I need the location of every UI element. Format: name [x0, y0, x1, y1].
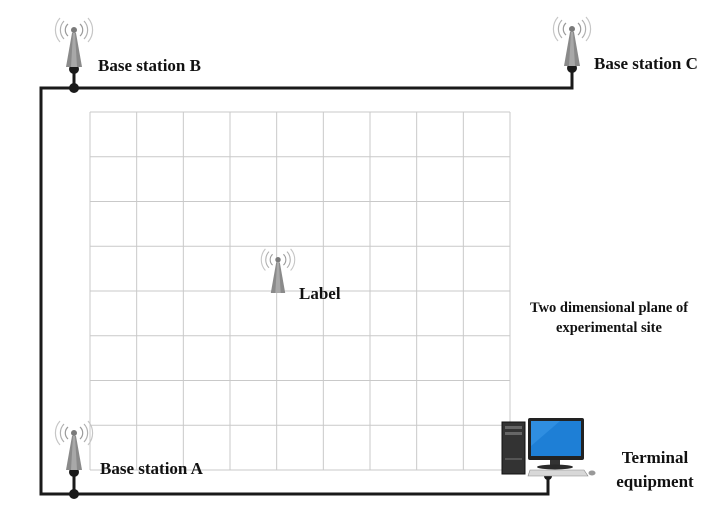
junction-dot-a-bottom: [69, 489, 79, 499]
computer-icon: [501, 418, 596, 477]
antenna-icon: [54, 17, 94, 68]
antenna-icon: [54, 420, 94, 471]
tag-label: Label: [299, 284, 341, 303]
plane-caption-line2: experimental site: [556, 320, 662, 336]
experimental-plane-grid: [89, 111, 511, 471]
plane-caption-line1: Two dimensional plane of: [530, 300, 688, 316]
base-station-c-label: Base station C: [594, 54, 698, 73]
antenna-icon: [552, 16, 592, 67]
terminal-caption-line1: Terminal: [622, 448, 689, 467]
antenna-icon: [260, 248, 296, 294]
junction-dot-b-bottom: [69, 83, 79, 93]
connection-wire: [39, 70, 574, 496]
base-station-a-label: Base station A: [100, 459, 204, 478]
base-station-b-label: Base station B: [98, 56, 201, 75]
terminal-caption-line2: equipment: [616, 472, 694, 491]
